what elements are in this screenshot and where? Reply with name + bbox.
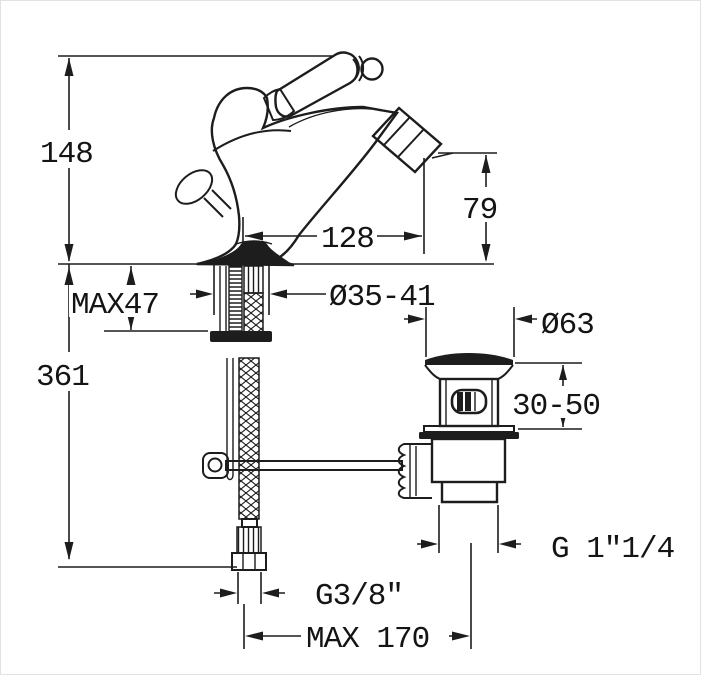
dim-max-waste-offset: MAX 170 xyxy=(243,543,472,657)
spout-inner-line xyxy=(288,107,372,128)
dim-supply-thread: G3/8" xyxy=(214,572,404,614)
label-total-height: 361 xyxy=(36,360,89,395)
pop-up-waste xyxy=(397,353,519,504)
base-flange xyxy=(195,241,293,265)
dim-waste-cap-diameter: Ø63 xyxy=(404,307,595,357)
lever-handle xyxy=(262,51,384,122)
rod-joint-ball xyxy=(207,457,223,473)
threaded-stud xyxy=(228,265,243,333)
knurled-nut xyxy=(397,443,432,499)
waste-pin xyxy=(457,392,463,411)
hose-end-nut xyxy=(231,552,267,571)
rod-joint-housing xyxy=(202,452,229,479)
dim-max-deck-thickness: MAX47 xyxy=(69,266,208,332)
label-max-deck-thickness: MAX47 xyxy=(71,288,159,323)
hose-ferrule xyxy=(236,526,262,554)
pop-up-rod-upper xyxy=(219,266,227,331)
waste-plug-cap xyxy=(425,353,513,365)
hose-waist xyxy=(241,518,258,528)
label-spout-reach: 128 xyxy=(321,222,374,257)
handle-collar xyxy=(352,55,365,82)
label-supply-thread: G3/8" xyxy=(315,579,403,614)
dim-height-above-deck: 148 xyxy=(38,55,332,262)
base-ring xyxy=(235,240,273,245)
dim-total-height: 361 xyxy=(34,264,237,568)
hose-fitting xyxy=(243,265,264,294)
dim-outlet-height: 79 xyxy=(431,152,505,262)
dim-mounting-hole: Ø35-41 xyxy=(190,265,436,315)
label-max-waste-offset: MAX 170 xyxy=(306,622,429,657)
handle-knob xyxy=(360,57,384,81)
label-waste-thread: G 1"1/4 xyxy=(551,532,675,567)
label-mounting-hole: Ø35-41 xyxy=(329,280,435,315)
spout-aerator xyxy=(371,106,443,174)
waste-lower-body xyxy=(430,437,507,484)
waste-flange-upper xyxy=(423,425,515,433)
mounting-nut xyxy=(210,331,272,342)
label-waste-adjust-range: 30-50 xyxy=(512,389,600,424)
side-lever xyxy=(174,169,232,218)
dim-spout-reach: 128 xyxy=(242,158,425,262)
waste-flange xyxy=(419,432,519,439)
supply-hose-assembly xyxy=(226,357,267,571)
dim-waste-thread: G 1"1/4 xyxy=(417,505,676,567)
label-height-above-deck: 148 xyxy=(40,137,93,172)
dim-waste-adjust-range: 30-50 xyxy=(509,362,611,430)
label-waste-cap-diameter: Ø63 xyxy=(541,308,594,343)
body-collar-line xyxy=(212,129,292,152)
waste-tailpiece xyxy=(440,482,499,504)
threaded-shank-assembly xyxy=(210,265,272,342)
label-outlet-height: 79 xyxy=(462,193,497,228)
supply-hose-upper xyxy=(243,292,264,333)
supply-hose-lower xyxy=(238,357,260,520)
